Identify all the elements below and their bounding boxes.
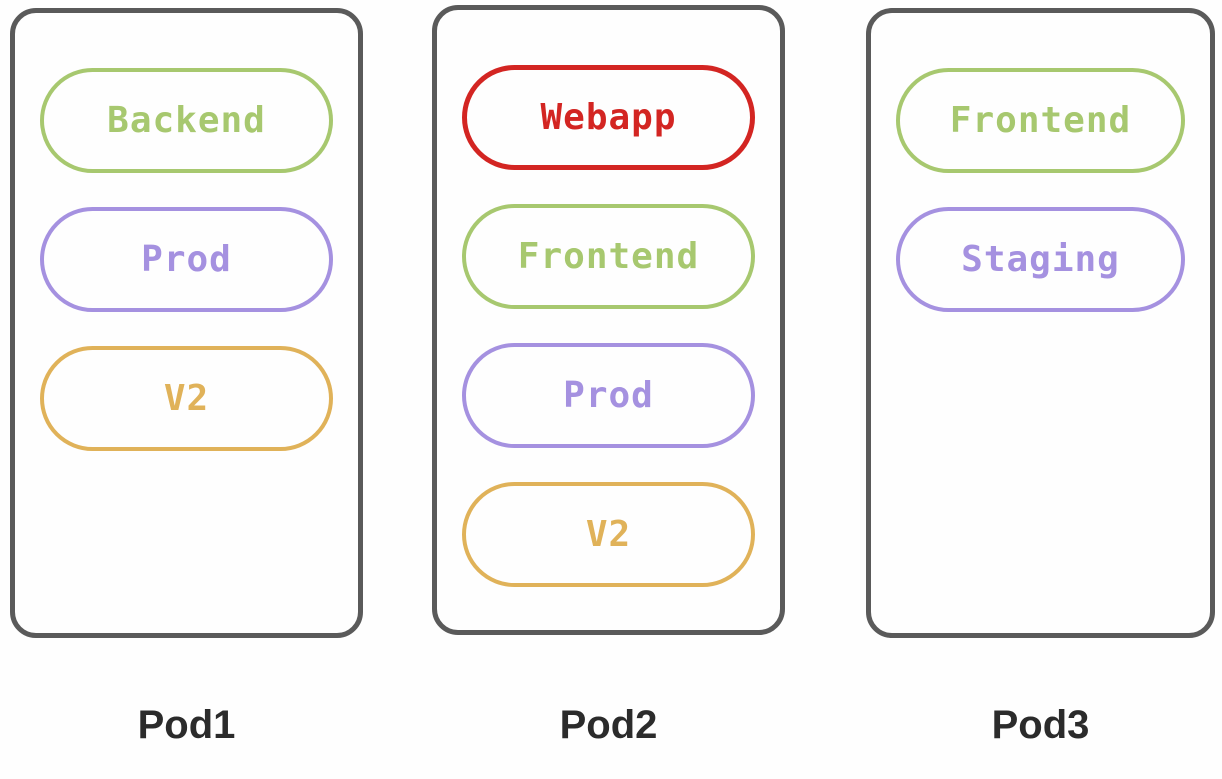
pill-prod-pod1: Prod bbox=[40, 207, 333, 312]
pill-label: V2 bbox=[163, 378, 210, 419]
pod-box-2: Webapp Frontend Prod V2 bbox=[432, 5, 785, 635]
pill-prod-pod2: Prod bbox=[462, 343, 755, 448]
pill-label: Webapp bbox=[540, 97, 677, 138]
pill-frontend-pod2: Frontend bbox=[462, 204, 755, 309]
pill-webapp-pod2: Webapp bbox=[462, 65, 755, 170]
pod-label-3: Pod3 bbox=[991, 703, 1090, 747]
pill-label: Frontend bbox=[949, 100, 1132, 141]
pill-v2-pod2: V2 bbox=[462, 482, 755, 587]
pill-frontend-pod3: Frontend bbox=[896, 68, 1185, 173]
pill-label: Backend bbox=[107, 100, 266, 141]
pill-staging-pod3: Staging bbox=[896, 207, 1185, 312]
pill-label: V2 bbox=[585, 514, 632, 555]
pill-label: Frontend bbox=[517, 236, 700, 277]
pod-box-3: Frontend Staging bbox=[866, 8, 1215, 638]
pod-label-2: Pod2 bbox=[559, 703, 658, 747]
pill-label: Prod bbox=[141, 239, 232, 280]
pod-box-1: Backend Prod V2 bbox=[10, 8, 363, 638]
pill-label: Staging bbox=[961, 239, 1120, 280]
pill-backend-pod1: Backend bbox=[40, 68, 333, 173]
pill-label: Prod bbox=[563, 375, 654, 416]
pod-label-1: Pod1 bbox=[137, 703, 236, 747]
pill-v2-pod1: V2 bbox=[40, 346, 333, 451]
